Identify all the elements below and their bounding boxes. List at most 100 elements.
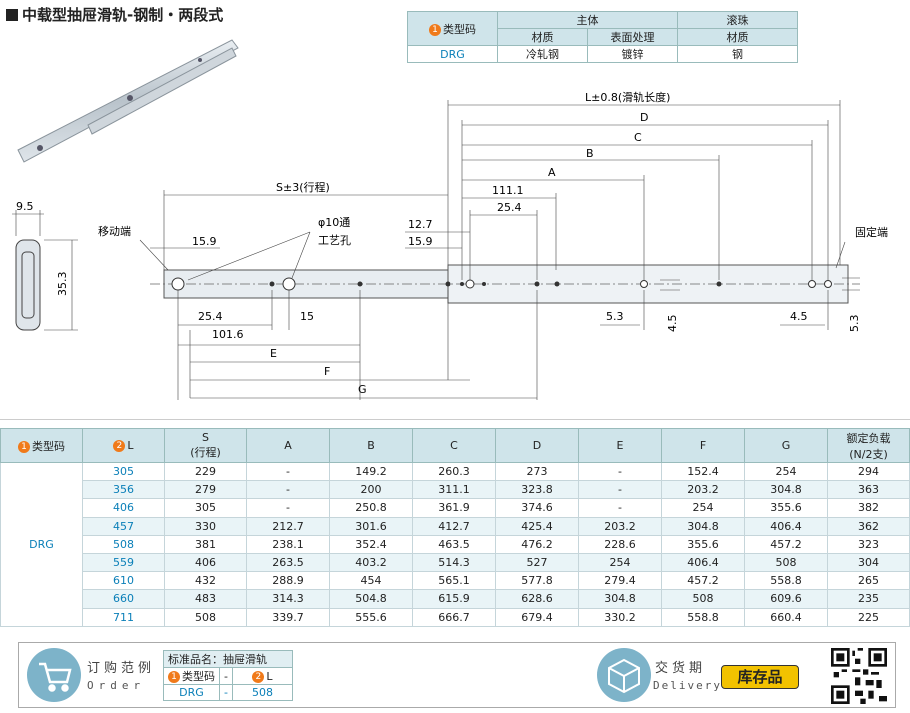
cell-a: - <box>246 498 330 518</box>
fixed-end-label: 固定端 <box>855 225 888 239</box>
cell-s: 508 <box>164 607 247 627</box>
cell-s: 279 <box>164 480 247 500</box>
col-F: F <box>661 428 745 463</box>
cell-e: 330.2 <box>578 607 662 627</box>
dim-D: D <box>640 111 648 124</box>
col-C: C <box>412 428 496 463</box>
cell-g: 508 <box>744 552 828 573</box>
cell-s: 330 <box>164 516 247 536</box>
cell-g: 254 <box>744 461 828 482</box>
stroke-label: S±3(行程) <box>276 181 330 194</box>
moving-end-label: 移动端 <box>98 225 131 238</box>
cell-l: 610 <box>82 571 165 591</box>
cell-d: 628.6 <box>495 589 579 609</box>
spec-ball-header: 滚珠 <box>677 11 798 29</box>
dim-G: G <box>358 383 367 396</box>
dim-C: C <box>634 131 642 144</box>
product-photo <box>17 39 239 163</box>
dim-101.6: 101.6 <box>212 328 244 341</box>
cell-l: 406 <box>82 498 165 518</box>
cell-a: 314.3 <box>246 589 330 609</box>
order-en: Order <box>87 679 146 692</box>
dim-25.4-bottom: 25.4 <box>198 310 223 323</box>
dim-15.9-right: 15.9 <box>408 235 433 248</box>
cell-d: 527 <box>495 552 579 573</box>
cell-b: 250.8 <box>329 498 413 518</box>
title-text: 中载型抽屉滑轨-钢制・两段式 <box>22 6 224 24</box>
cell-b: 454 <box>329 571 413 591</box>
col-G: G <box>744 428 828 463</box>
cell-s: 406 <box>164 552 247 573</box>
dim-5.3-left: 5.3 <box>606 310 624 323</box>
cell-f: 508 <box>661 589 745 609</box>
rail-body <box>150 264 860 304</box>
hole-label-1: φ10通 <box>318 216 350 229</box>
cell-l: 457 <box>82 516 165 536</box>
cell-l: 508 <box>82 534 165 554</box>
cell-c: 514.3 <box>412 552 496 573</box>
length-label: L±0.8(滑轨长度) <box>585 90 670 104</box>
cell-d: 425.4 <box>495 516 579 536</box>
cell-b: 352.4 <box>329 534 413 554</box>
stock-badge: 库存品 <box>721 665 799 689</box>
cell-a: - <box>246 461 330 482</box>
cell-e: 203.2 <box>578 516 662 536</box>
cell-load: 382 <box>827 498 910 518</box>
cell-f: 254 <box>661 498 745 518</box>
cell-load: 363 <box>827 480 910 500</box>
cell-d: 323.8 <box>495 480 579 500</box>
dim-9.5: 9.5 <box>16 200 34 213</box>
cell-e: 254 <box>578 552 662 573</box>
cell-s: 483 <box>164 589 247 609</box>
cell-c: 311.1 <box>412 480 496 500</box>
cell-g: 406.4 <box>744 516 828 536</box>
cell-f: 457.2 <box>661 571 745 591</box>
cell-b: 301.6 <box>329 516 413 536</box>
cell-a: 212.7 <box>246 516 330 536</box>
cell-e: - <box>578 461 662 482</box>
cell-load: 362 <box>827 516 910 536</box>
cell-d: 577.8 <box>495 571 579 591</box>
spec-main-surface: 镀锌 <box>587 45 678 63</box>
cell-a: 288.9 <box>246 571 330 591</box>
order-dash: - <box>219 667 233 685</box>
badge-2-icon: 2 <box>252 670 265 683</box>
col-load: 额定负载(N/2支) <box>827 428 910 463</box>
cell-a: 263.5 <box>246 552 330 573</box>
dim-4.5-right: 4.5 <box>790 310 808 323</box>
cell-s: 432 <box>164 571 247 591</box>
cell-c: 260.3 <box>412 461 496 482</box>
cell-f: 304.8 <box>661 516 745 536</box>
dim-5.3-right: 5.3 <box>848 315 861 333</box>
cell-a: - <box>246 480 330 500</box>
cell-load: 323 <box>827 534 910 554</box>
badge-1-icon: 1 <box>18 440 30 453</box>
cell-s: 305 <box>164 498 247 518</box>
cell-s: 229 <box>164 461 247 482</box>
spec-main-header: 主体 <box>497 11 678 29</box>
cell-l: 559 <box>82 552 165 573</box>
col-D: D <box>495 428 579 463</box>
cross-section <box>12 210 78 331</box>
dim-E: E <box>270 347 277 360</box>
cell-e: - <box>578 480 662 500</box>
spec-surface-header: 表面处理 <box>587 28 678 46</box>
cell-c: 565.1 <box>412 571 496 591</box>
cell-g: 304.8 <box>744 480 828 500</box>
dim-15.9-left: 15.9 <box>192 235 217 248</box>
cell-g: 609.6 <box>744 589 828 609</box>
cell-load: 294 <box>827 461 910 482</box>
cell-load: 304 <box>827 552 910 573</box>
